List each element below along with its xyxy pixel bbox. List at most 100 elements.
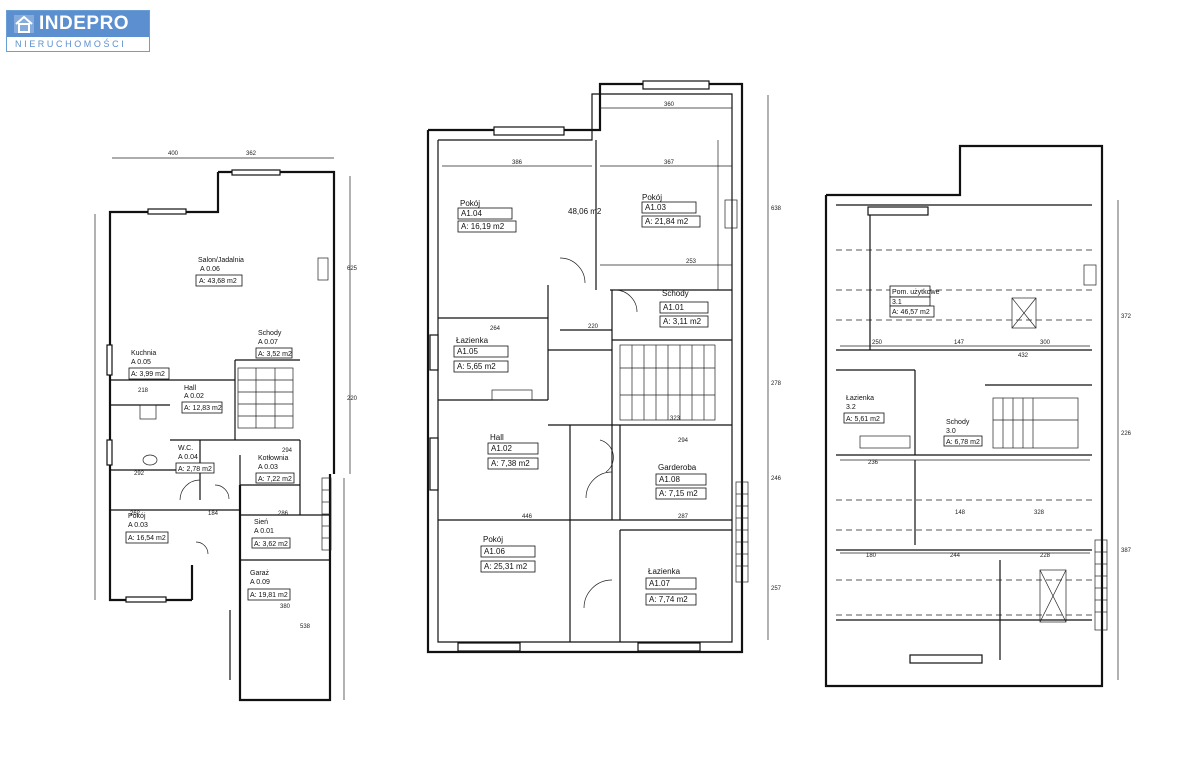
ground-room-wc: W.C. A 0.04 A: 2,78 m2 <box>175 445 215 474</box>
room-area: A: 5,61 m2 <box>846 416 880 423</box>
room-code: A 0.03 <box>258 464 278 471</box>
dim: 226 <box>1121 431 1132 437</box>
room-name: Schody <box>662 289 689 298</box>
room-name: Schody <box>946 419 970 426</box>
dim: 147 <box>954 340 965 346</box>
dim: 446 <box>522 514 533 520</box>
dim: 257 <box>771 586 782 592</box>
first-room-garderoba-a108: Garderoba A1.08 A: 7,15 m2 <box>655 463 707 500</box>
logo-subtitle: NIERUCHOMOŚCI <box>15 39 127 49</box>
ground-dimensions: 400 362 294 218 292 184 286 380 262 220 … <box>130 151 358 630</box>
room-area: A: 19,81 m2 <box>250 592 288 599</box>
room-area: A: 3,52 m2 <box>258 351 292 358</box>
room-name: Kuchnia <box>131 350 156 357</box>
ground-room-salon: Salon/Jadalnia A 0.06 A: 43,68 m2 <box>195 257 244 287</box>
room-name: Hall <box>184 385 197 392</box>
room-name: Garaż <box>250 570 270 577</box>
first-floor-plan <box>426 80 769 654</box>
first-room-pokoj-a103: Pokój A1.03 A: 21,84 m2 <box>641 193 701 228</box>
dim: 246 <box>771 476 782 482</box>
dim: 218 <box>138 388 149 394</box>
dim: 625 <box>347 266 358 272</box>
dim: 250 <box>872 340 883 346</box>
room-code: A 0.05 <box>131 359 151 366</box>
dim: 380 <box>280 604 291 610</box>
room-code: 3.0 <box>946 428 956 435</box>
first-dimensions: 360 386 367 253 264 220 294 446 287 323 … <box>490 102 782 592</box>
dim: 220 <box>347 396 358 402</box>
first-room-lazienka-a107: Łazienka A1.07 A: 7,74 m2 <box>645 567 697 606</box>
room-area: A: 12,83 m2 <box>184 405 222 412</box>
room-name: Sień <box>254 519 268 526</box>
first-room-pokoj-a104: Pokój A1.04 A: 16,19 m2 <box>457 199 517 233</box>
attic-floor-plan <box>824 144 1119 688</box>
room-code: A 0.06 <box>200 266 220 273</box>
room-area: A: 7,74 m2 <box>649 595 688 604</box>
ground-room-kuchnia: Kuchnia A 0.05 A: 3,99 m2 <box>128 350 170 380</box>
room-code: A1.04 <box>461 209 482 218</box>
dim: 180 <box>866 553 877 559</box>
ground-room-kotlownia: Kotłownia A 0.03 A: 7,22 m2 <box>255 455 295 484</box>
dim: 262 <box>130 511 141 517</box>
brand-logo: INDEPRO NIERUCHOMOŚCI <box>6 10 150 52</box>
dim: 286 <box>278 511 289 517</box>
dim: 360 <box>664 102 675 108</box>
room-code: A1.01 <box>663 303 684 312</box>
room-area: A: 7,15 m2 <box>659 489 698 498</box>
room-area: A: 3,99 m2 <box>131 371 165 378</box>
dim: 432 <box>1018 353 1029 359</box>
first-room-schody-a101: Schody A1.01 A: 3,11 m2 <box>659 289 709 328</box>
ground-room-pokoj: Pokój A 0.03 A: 16,54 m2 <box>125 513 169 544</box>
dim: 228 <box>1040 553 1051 559</box>
dim: 372 <box>1121 314 1132 320</box>
dim: 264 <box>490 326 501 332</box>
room-name: Pom. użytkowe <box>892 289 940 296</box>
attic-room-pom-uzytkowe: Pom. użytkowe 3.1 A: 46,57 m2 <box>889 285 940 318</box>
room-code: A 0.09 <box>250 579 270 586</box>
room-area: A: 3,11 m2 <box>663 317 702 326</box>
dim: 367 <box>664 160 675 166</box>
room-name: Łazienka <box>846 395 874 402</box>
room-name: Schody <box>258 330 282 337</box>
ground-room-garaz: Garaż A 0.09 A: 19,81 m2 <box>247 570 291 601</box>
room-name: Łazienka <box>648 567 681 576</box>
room-code: A1.06 <box>484 547 505 556</box>
room-code: A 0.04 <box>178 454 198 461</box>
first-floor-area-note: 48,06 m2 <box>568 207 602 216</box>
dim: 287 <box>678 514 689 520</box>
dim: 362 <box>246 151 257 157</box>
ground-room-schody: Schody A 0.07 A: 3,52 m2 <box>255 330 293 359</box>
room-code: A 0.03 <box>128 522 148 529</box>
room-area: A: 21,84 m2 <box>645 217 689 226</box>
room-code: A1.02 <box>491 444 512 453</box>
attic-room-schody: Schody 3.0 A: 6,78 m2 <box>943 419 983 447</box>
dim: 323 <box>670 416 681 422</box>
room-name: Hall <box>490 433 504 442</box>
room-name: Salon/Jadalnia <box>198 257 244 264</box>
room-code: 3.2 <box>846 404 856 411</box>
dim: 236 <box>868 460 879 466</box>
ground-room-hall: Hall A 0.02 A: 12,83 m2 <box>181 385 223 414</box>
room-name: Łazienka <box>456 336 489 345</box>
first-room-pokoj-a106: Pokój A1.06 A: 25,31 m2 <box>480 535 536 573</box>
dim: 638 <box>771 206 782 212</box>
room-name: Garderoba <box>658 463 697 472</box>
dim: 400 <box>168 151 179 157</box>
house-icon <box>14 15 34 33</box>
dim: 184 <box>208 511 219 517</box>
dim: 300 <box>1040 340 1051 346</box>
dim: 387 <box>1121 548 1132 554</box>
room-code: 3.1 <box>892 299 902 306</box>
room-name: Pokój <box>642 193 662 202</box>
dim: 294 <box>282 448 293 454</box>
room-code: A1.03 <box>645 203 666 212</box>
dim: 292 <box>134 471 145 477</box>
room-area: A: 5,65 m2 <box>457 362 496 371</box>
dim: 220 <box>588 324 599 330</box>
room-area: A: 43,68 m2 <box>199 278 237 285</box>
room-name: W.C. <box>178 445 193 452</box>
room-code: A1.05 <box>457 347 478 356</box>
dim: 294 <box>678 438 689 444</box>
ground-floor-plan <box>94 157 351 702</box>
